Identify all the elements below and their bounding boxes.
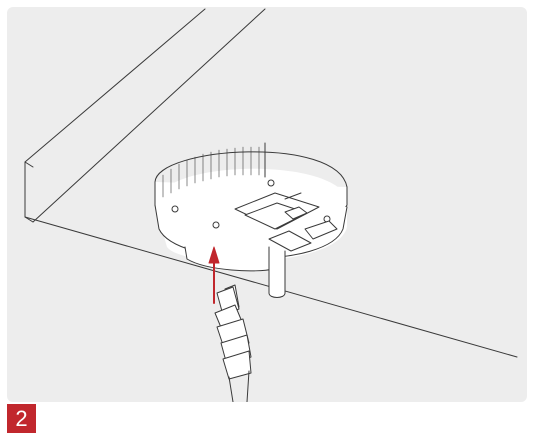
network-cable-icon — [228, 370, 250, 402]
installation-illustration — [24, 8, 518, 402]
step-number-badge: 2 — [7, 404, 36, 433]
direction-arrow-up-icon — [208, 246, 220, 304]
illustration-panel — [7, 7, 527, 402]
rj45-connector-icon — [214, 284, 252, 380]
mounting-bracket-icon — [234, 192, 338, 298]
